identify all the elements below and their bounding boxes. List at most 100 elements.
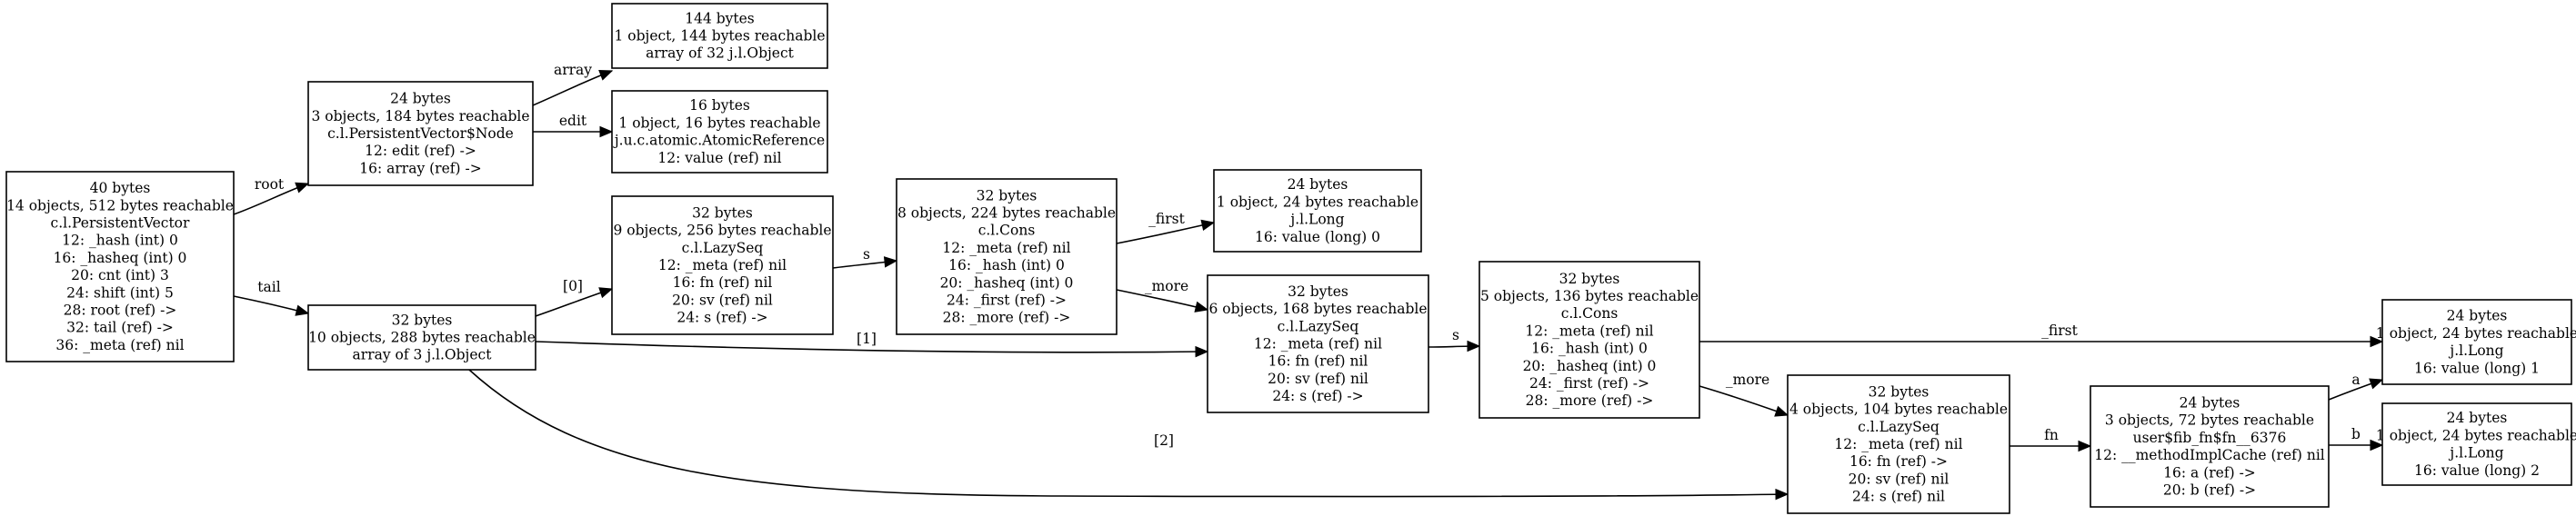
- edge-n0-n4: tail: [233, 279, 310, 316]
- edge-label: array: [554, 62, 592, 78]
- edge-n9-n12: _first: [1699, 322, 2384, 348]
- edge-label: _more: [1145, 278, 1188, 294]
- node-line: c.l.LazySeq: [1858, 419, 1940, 435]
- node-box: [2381, 299, 2572, 385]
- node-line: 32 bytes: [692, 204, 753, 221]
- node-line: 8 objects, 224 bytes reachable: [897, 205, 1116, 222]
- node-box: [1478, 261, 1700, 419]
- node-line: 20: _hasheq (int) 0: [940, 274, 1074, 291]
- node-line: 1 object, 16 bytes reachable: [618, 114, 820, 131]
- node-box: [2090, 385, 2330, 508]
- node-line: 12: _meta (ref) nil: [658, 257, 787, 273]
- node-line: 28: _more (ref) ->: [943, 310, 1071, 326]
- node-line: 24: _first (ref) ->: [1529, 375, 1649, 392]
- node-line: 16 bytes: [689, 97, 750, 114]
- node-line: 24: shift (int) 5: [66, 284, 174, 301]
- edge-label: b: [2351, 426, 2360, 442]
- arrowhead-icon: [1200, 219, 1216, 232]
- node-line: c.l.LazySeq: [1278, 318, 1359, 334]
- node-line: 24: s (ref) ->: [1272, 388, 1363, 404]
- edge-label: fn: [2044, 427, 2059, 443]
- node-line: 1 object, 24 bytes reachable: [2376, 325, 2576, 342]
- node-line: 14 objects, 512 bytes reachable: [6, 197, 234, 213]
- node-line: j.l.Long: [2448, 445, 2503, 461]
- arrowhead-icon: [295, 304, 310, 316]
- node-line: c.l.Cons: [978, 223, 1036, 239]
- arrowhead-icon: [2078, 440, 2092, 452]
- node-line: 16: _hash (int) 0: [948, 257, 1065, 273]
- node-line: 28: root (ref) ->: [64, 303, 177, 319]
- node-line: 16: fn (ref) nil: [673, 274, 773, 291]
- node-line: c.l.PersistentVector$Node: [327, 125, 514, 142]
- edge-n6-n7: _first: [1116, 211, 1216, 244]
- node-line: 24 bytes: [390, 91, 451, 107]
- node-line: 32: tail (ref) ->: [66, 320, 174, 336]
- node-line: 16: _hash (int) 0: [1531, 341, 1648, 357]
- arrowhead-icon: [1467, 340, 1481, 352]
- edge-label: tail: [257, 279, 280, 295]
- node-line: 3 objects, 72 bytes reachable: [2105, 412, 2314, 429]
- object-node-n6: 32 bytes 8 objects, 224 bytes reachablec.…: [896, 178, 1118, 335]
- node-line: j.l.Long: [1288, 212, 1344, 228]
- node-line: 24 bytes: [2180, 395, 2240, 412]
- edge-label: s: [863, 246, 870, 263]
- node-line: 12: value (ref) nil: [657, 150, 781, 166]
- arrowhead-icon: [1195, 345, 1209, 358]
- node-line: j.l.Long: [2448, 342, 2503, 359]
- edge-label: [2]: [1154, 432, 1174, 449]
- node-line: 32 bytes: [977, 187, 1037, 203]
- arrowhead-icon: [2370, 439, 2384, 452]
- node-line: 12: _hash (int) 0: [62, 233, 178, 249]
- node-line: c.l.Cons: [1561, 305, 1619, 322]
- node-line: 5 objects, 136 bytes reachable: [1480, 288, 1699, 304]
- node-line: 24: s (ref) nil: [1852, 489, 1945, 505]
- edge-n1-n2: array: [532, 62, 614, 106]
- edge-label: [0]: [563, 278, 583, 294]
- node-line: 12: _meta (ref) nil: [1525, 322, 1653, 339]
- node-line: 32 bytes: [392, 312, 453, 328]
- node-line: 1 object, 144 bytes reachable: [614, 28, 825, 45]
- node-line: 24 bytes: [2447, 308, 2508, 324]
- node-line: 20: cnt (int) 3: [71, 267, 169, 283]
- arrowhead-icon: [2369, 378, 2384, 390]
- node-box: [1207, 274, 1429, 413]
- node-line: 16: value (long) 2: [2414, 462, 2540, 479]
- node-line: 3 objects, 184 bytes reachable: [312, 108, 530, 124]
- arrowhead-icon: [295, 182, 310, 194]
- edge-line: [1699, 385, 1789, 416]
- node-line: 20: b (ref) ->: [2163, 482, 2256, 499]
- node-line: 20: sv (ref) nil: [672, 292, 773, 308]
- node-line: 16: value (long) 0: [1255, 229, 1380, 245]
- node-line: 1 object, 24 bytes reachable: [1217, 194, 1418, 210]
- arrowhead-icon: [1775, 488, 1789, 501]
- node-line: 12: _meta (ref) nil: [942, 240, 1070, 256]
- edge-n0-n1: root: [233, 176, 310, 215]
- edge-label: a: [2351, 372, 2360, 388]
- edge-label: _more: [1726, 372, 1769, 388]
- node-line: 32 bytes: [1288, 283, 1348, 300]
- arrowhead-icon: [599, 125, 614, 138]
- node-line: 12: _meta (ref) nil: [1254, 336, 1382, 352]
- edge-line: [535, 341, 1208, 353]
- arrowhead-icon: [598, 69, 614, 81]
- edge-label: [1]: [857, 331, 877, 347]
- edge-n5-n6: s: [832, 246, 898, 269]
- node-line: j.u.c.atomic.AtomicReference: [613, 133, 825, 149]
- edge-label: root: [255, 176, 285, 193]
- edge-n1-n3: edit: [533, 113, 614, 138]
- node-line: 32 bytes: [1869, 383, 1929, 400]
- arrowhead-icon: [1774, 405, 1789, 417]
- arrowhead-icon: [2370, 335, 2384, 348]
- arrowhead-icon: [883, 256, 898, 268]
- edges-layer: roottailarrayedit[0][1][2]s_first_mores_…: [233, 62, 2384, 501]
- node-line: 28: _more (ref) ->: [1526, 392, 1654, 409]
- node-line: 16: array (ref) ->: [359, 160, 481, 176]
- node-line: 16: value (long) 1: [2414, 360, 2540, 376]
- node-line: user$fib_fn$fn__6376: [2133, 430, 2287, 446]
